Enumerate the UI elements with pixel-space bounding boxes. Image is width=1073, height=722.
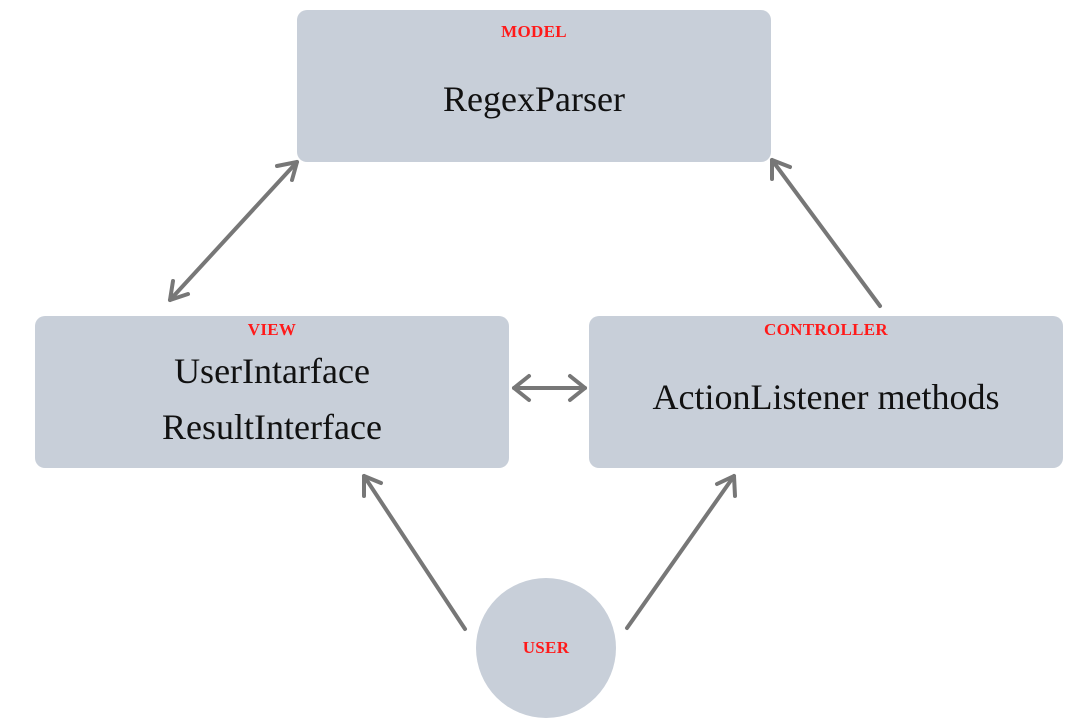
model-tag: MODEL bbox=[501, 22, 567, 41]
user-node: USER bbox=[476, 578, 616, 718]
view-node: VIEW UserIntarface ResultInterface bbox=[35, 316, 509, 468]
arrow-view-controller bbox=[512, 374, 587, 402]
view-line-1: UserIntarface bbox=[174, 351, 370, 391]
view-tag: VIEW bbox=[247, 320, 297, 339]
user-tag: USER bbox=[522, 638, 570, 657]
controller-tag: CONTROLLER bbox=[764, 320, 888, 339]
arrow-user-view bbox=[362, 474, 467, 631]
arrow-view-model bbox=[168, 160, 299, 302]
controller-title: ActionListener methods bbox=[652, 377, 1000, 417]
model-node: MODEL RegexParser bbox=[297, 10, 771, 162]
controller-node: CONTROLLER ActionListener methods bbox=[589, 316, 1063, 468]
arrow-user-controller bbox=[625, 474, 737, 630]
view-line-2: ResultInterface bbox=[162, 407, 382, 447]
model-title: RegexParser bbox=[443, 79, 625, 119]
arrow-controller-model bbox=[770, 158, 882, 308]
